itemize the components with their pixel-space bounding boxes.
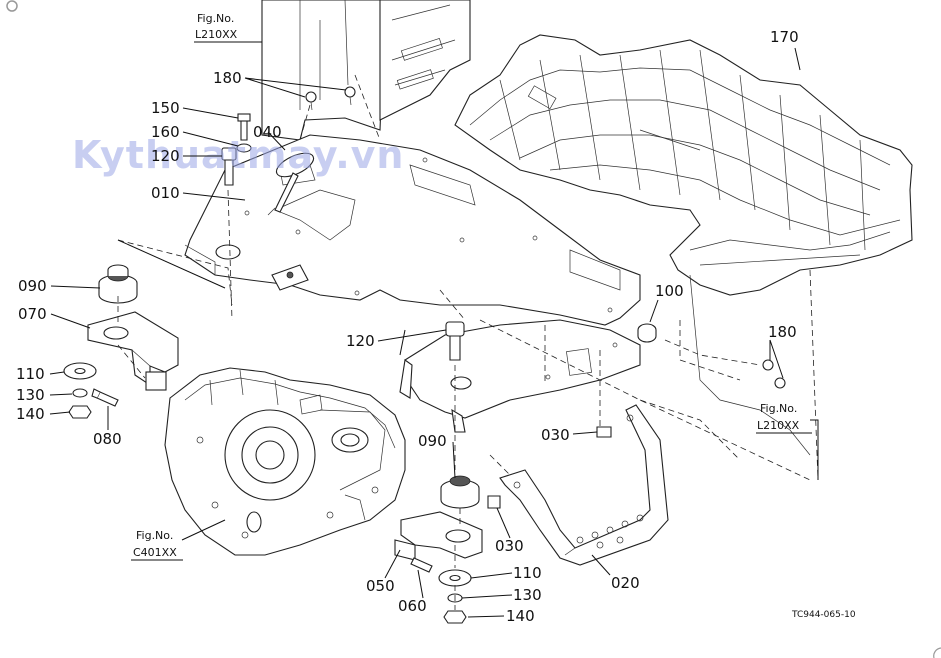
callout-030-top: 030 — [541, 426, 570, 444]
callout-010: 010 — [151, 184, 180, 202]
fig-ref-gearbox-code: C401XX — [133, 546, 177, 559]
callout-labels: 170 180 150 160 040 120 010 090 070 110 … — [16, 28, 799, 625]
fig-ref-right: Fig.No. L210XX — [756, 402, 812, 434]
fig-ref-right-code: L210XX — [757, 419, 800, 432]
callout-120-mid: 120 — [346, 332, 375, 350]
callout-020: 020 — [611, 574, 640, 592]
callout-160: 160 — [151, 123, 180, 141]
leader-lines — [49, 47, 819, 618]
reference-lines — [117, 74, 819, 610]
callout-150: 150 — [151, 99, 180, 117]
callout-180-top: 180 — [213, 69, 242, 87]
callout-110-left: 110 — [16, 365, 45, 383]
pedal-040 — [267, 152, 315, 216]
callout-080: 080 — [93, 430, 122, 448]
callout-050: 050 — [366, 577, 395, 595]
callout-040: 040 — [253, 123, 282, 141]
callout-130-bottom: 130 — [513, 586, 542, 604]
corner-mark-icon — [6, 0, 18, 12]
left-mount-group — [63, 264, 179, 419]
step-bracket — [499, 404, 669, 566]
callout-170: 170 — [770, 28, 799, 46]
callout-110-bottom: 110 — [513, 564, 542, 582]
fig-ref-gearbox: Fig.No. C401XX — [131, 529, 183, 561]
callout-120-top: 120 — [151, 147, 180, 165]
watermark-text: Kythuatmay.vn — [72, 133, 404, 177]
callout-030-mid: 030 — [495, 537, 524, 555]
transmission-housing — [164, 367, 406, 556]
floor-mat — [454, 34, 913, 456]
callout-100: 100 — [655, 282, 684, 300]
center-mount-group — [394, 475, 483, 624]
callout-090-left: 090 — [18, 277, 47, 295]
fig-ref-top-left-label: Fig.No. — [197, 12, 234, 25]
callout-060: 060 — [398, 597, 427, 615]
fig-ref-right-label: Fig.No. — [760, 402, 797, 415]
callout-130-left: 130 — [16, 386, 45, 404]
callout-180-right: 180 — [768, 323, 797, 341]
fig-ref-top-left-code: L210XX — [195, 28, 238, 41]
callout-090-mid: 090 — [418, 432, 447, 450]
callout-140-left: 140 — [16, 405, 45, 423]
rear-step-plate — [399, 319, 641, 433]
fig-ref-top-left: Fig.No. L210XX — [194, 12, 262, 43]
callout-070: 070 — [18, 305, 47, 323]
fasteners — [221, 86, 786, 509]
fig-ref-gearbox-label: Fig.No. — [136, 529, 173, 542]
upper-housing — [261, 0, 471, 141]
floor-plate — [184, 134, 641, 326]
diagram-code: TC944-065-10 — [791, 610, 856, 620]
corner-arc-icon — [933, 647, 941, 658]
callout-140-bottom: 140 — [506, 607, 535, 625]
